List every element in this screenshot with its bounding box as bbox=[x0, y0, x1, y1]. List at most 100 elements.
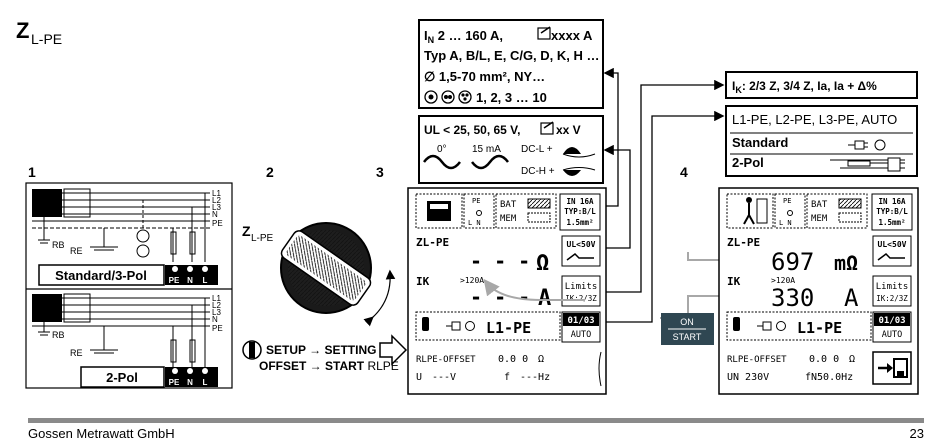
svg-text:2-Pol: 2-Pol bbox=[732, 155, 764, 170]
svg-text:ON: ON bbox=[680, 317, 694, 327]
sine-180-icon bbox=[471, 154, 509, 170]
svg-text:1, 2, 3 … 10: 1, 2, 3 … 10 bbox=[476, 90, 547, 105]
svg-text:RLPE-OFFSET: RLPE-OFFSET bbox=[727, 355, 787, 365]
footer-company: Gossen Metrawatt GmbH bbox=[28, 426, 175, 441]
svg-text:BAT: BAT bbox=[811, 200, 828, 210]
svg-text:ZL-PE: ZL-PE bbox=[727, 236, 760, 249]
svg-text:Ω: Ω bbox=[849, 354, 855, 365]
person-icon bbox=[743, 197, 768, 225]
svg-text:L2: L2 bbox=[212, 196, 221, 205]
svg-text:L1-PE: L1-PE bbox=[486, 319, 531, 337]
svg-text:0°: 0° bbox=[437, 144, 447, 155]
plug-icon bbox=[848, 139, 886, 151]
svg-text:697: 697 bbox=[771, 248, 814, 276]
footer-page-number: 23 bbox=[909, 426, 924, 441]
svg-text:UL<50V: UL<50V bbox=[878, 240, 907, 249]
svg-text:IN 16A: IN 16A bbox=[566, 197, 594, 206]
svg-text:0.0 0: 0.0 0 bbox=[498, 354, 528, 365]
svg-text:15 mA: 15 mA bbox=[472, 144, 501, 155]
svg-text:>120A: >120A bbox=[771, 276, 795, 285]
step-4-number: 4 bbox=[680, 164, 688, 180]
svg-text:IK: 2/3 Z, 3/4 Z, Ia, Ia + Δ%: IK: 2/3 Z, 3/4 Z, Ia, Ia + Δ% bbox=[732, 79, 877, 95]
svg-text:L1: L1 bbox=[212, 189, 221, 198]
svg-text:L: L bbox=[203, 276, 208, 285]
svg-text:Ω: Ω bbox=[538, 354, 544, 365]
dial-label: Z L-PE bbox=[242, 223, 274, 244]
svg-text:RB: RB bbox=[52, 330, 65, 340]
limits-button[interactable]: Limits IK:2/3Z bbox=[872, 275, 912, 307]
svg-text:L3: L3 bbox=[212, 308, 221, 317]
svg-text:mΩ: mΩ bbox=[834, 251, 858, 275]
save-button[interactable] bbox=[872, 351, 912, 385]
svg-text:IK:2/3Z: IK:2/3Z bbox=[876, 294, 908, 303]
info-box-contact-voltage: UL < 25, 50, 65 V, xx V 0° 15 mA DC-L + … bbox=[418, 115, 604, 184]
rotary-dial-knob[interactable] bbox=[279, 222, 373, 314]
svg-text:TYP:B/L: TYP:B/L bbox=[876, 207, 908, 216]
svg-text:fN50.0Hz: fN50.0Hz bbox=[805, 372, 853, 383]
svg-text:U: U bbox=[416, 372, 422, 383]
svg-text:IN 16A: IN 16A bbox=[878, 197, 906, 206]
svg-text:Limits: Limits bbox=[565, 282, 598, 292]
rated-current-button[interactable]: IN 16A TYP:B/L 1.5mm² bbox=[871, 193, 913, 231]
svg-text:L1-PE: L1-PE bbox=[797, 319, 842, 337]
svg-text:DC-L +: DC-L + bbox=[521, 144, 553, 155]
rated-current-button[interactable]: IN 16A TYP:B/L 1.5mm² bbox=[559, 193, 601, 231]
on-start-button[interactable]: ON START bbox=[661, 313, 714, 345]
svg-text:AUTO: AUTO bbox=[571, 330, 591, 340]
svg-text:BAT: BAT bbox=[500, 200, 517, 210]
contact-voltage-button[interactable]: UL<50V bbox=[872, 235, 912, 267]
page-footer: Gossen Metrawatt GmbH 23 bbox=[0, 418, 950, 443]
svg-text:xx V: xx V bbox=[556, 123, 581, 137]
svg-text:L3: L3 bbox=[212, 203, 221, 212]
standard-3pol-label: Standard/3-Pol bbox=[55, 268, 147, 283]
svg-text:RE: RE bbox=[70, 246, 83, 256]
svg-text:A: A bbox=[538, 286, 551, 311]
limits-button[interactable]: Limits IK:2/3Z bbox=[561, 275, 601, 307]
svg-text:Typ A, B/L, E, C/G, D, K, H …: Typ A, B/L, E, C/G, D, K, H … bbox=[424, 48, 600, 63]
svg-text:L N: L N bbox=[468, 219, 481, 227]
step-2-number: 2 bbox=[266, 164, 274, 180]
page-button[interactable]: 01/03 AUTO bbox=[561, 311, 601, 343]
svg-text:330: 330 bbox=[771, 284, 814, 312]
svg-text:IK: IK bbox=[727, 275, 741, 288]
svg-text:Ω: Ω bbox=[536, 251, 549, 276]
edit-icon bbox=[537, 27, 551, 40]
step-1-number: 1 bbox=[28, 164, 36, 180]
contact-voltage-button[interactable]: UL<50V bbox=[561, 235, 601, 267]
dial-instructions: SETUP → SETTING → OFFSET → START RLPE bbox=[242, 334, 408, 373]
rotate-arrow-icon bbox=[363, 269, 396, 327]
svg-text:START: START bbox=[673, 332, 702, 342]
svg-text:UL<50V: UL<50V bbox=[567, 240, 596, 249]
svg-text:A: A bbox=[844, 284, 859, 312]
next-arrow-icon bbox=[379, 334, 408, 366]
svg-text:Limits: Limits bbox=[876, 282, 909, 292]
probe-icon bbox=[830, 157, 905, 172]
svg-text:- - -: - - - bbox=[470, 249, 530, 273]
svg-text:MEM: MEM bbox=[500, 214, 517, 224]
svg-text:PE: PE bbox=[212, 219, 223, 228]
page-button[interactable]: 01/03 AUTO bbox=[872, 311, 912, 343]
svg-text:RE: RE bbox=[70, 348, 83, 358]
svg-text:Standard: Standard bbox=[732, 135, 788, 150]
memory-icon bbox=[838, 212, 862, 223]
svg-text:UN 230V: UN 230V bbox=[727, 372, 769, 383]
memory-icon bbox=[527, 212, 551, 223]
svg-text:---Hz: ---Hz bbox=[520, 372, 550, 383]
info-box-short-circuit: IK: 2/3 Z, 3/4 Z, Ia, Ia + Δ% bbox=[725, 71, 918, 99]
plug-icon bbox=[446, 321, 475, 331]
svg-text:PE: PE bbox=[169, 378, 180, 387]
svg-text:1.5mm²: 1.5mm² bbox=[566, 218, 593, 227]
info-box-mode: L1-PE, L2-PE, L3-PE, AUTO Standard 2-Pol bbox=[725, 105, 918, 177]
svg-text:L-PE: L-PE bbox=[31, 31, 62, 47]
svg-text:L1: L1 bbox=[212, 294, 221, 303]
two-pol-diagram: L1 L2 L3 N PE RB RE 2-Pol PE N L bbox=[32, 293, 223, 388]
svg-text:AUTO: AUTO bbox=[882, 330, 902, 340]
standard-3pol-diagram: L1 L2 L3 N PE RB RE Standard/3-Pol bbox=[32, 188, 223, 286]
probe-icon bbox=[422, 317, 429, 331]
svg-text:01/03: 01/03 bbox=[878, 316, 905, 326]
svg-text:MEM: MEM bbox=[811, 214, 828, 224]
battery-icon bbox=[527, 198, 551, 209]
svg-text:f: f bbox=[504, 372, 510, 383]
footer-divider bbox=[28, 418, 924, 423]
